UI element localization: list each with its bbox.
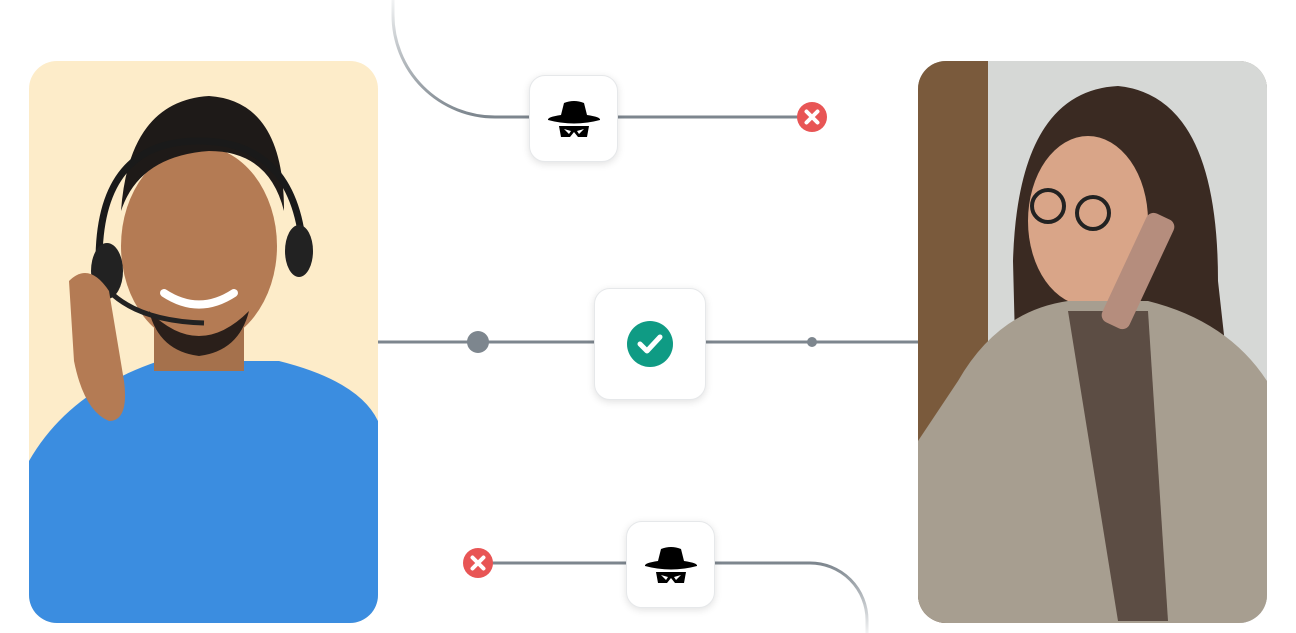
- caller-illustration: [918, 61, 1267, 623]
- bottom-connector-curve: [713, 561, 869, 633]
- spy-icon: [644, 546, 697, 583]
- center-small-dot: [807, 337, 817, 347]
- caller-photo: [918, 61, 1267, 623]
- spy-icon: [547, 100, 600, 137]
- support-agent-photo: [29, 61, 378, 623]
- center-large-dot: [467, 331, 489, 353]
- spy-node-top: [529, 75, 618, 162]
- reject-icon: [463, 548, 493, 578]
- top-connector-curve: [391, 0, 530, 119]
- agent-illustration: [29, 96, 378, 623]
- spy-node-bottom: [626, 521, 715, 608]
- accept-node-center: [594, 288, 706, 400]
- reject-icon: [797, 102, 827, 132]
- check-circle-icon: [627, 321, 673, 367]
